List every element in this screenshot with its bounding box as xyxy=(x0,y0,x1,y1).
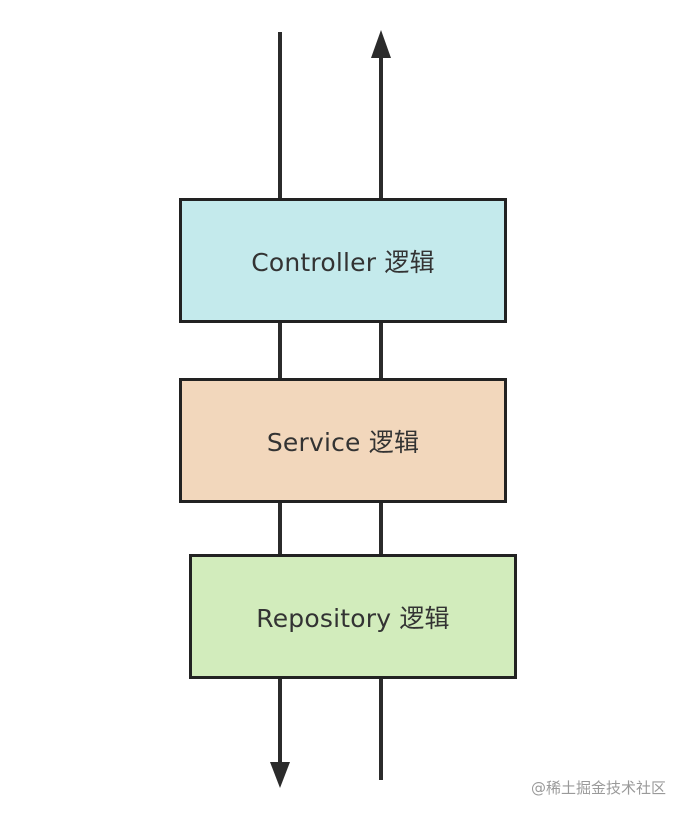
controller-layer-label: Controller 逻辑 xyxy=(251,247,435,277)
arrow-up-icon xyxy=(371,30,391,58)
controller-layer-box: Controller 逻辑 xyxy=(179,198,507,323)
service-layer-box: Service 逻辑 xyxy=(179,378,507,503)
repository-layer-box: Repository 逻辑 xyxy=(189,554,517,679)
service-layer-label: Service 逻辑 xyxy=(266,427,420,457)
watermark: @稀土掘金技术社区 xyxy=(530,779,666,797)
arrow-down-icon xyxy=(270,762,290,788)
repository-layer-label: Repository 逻辑 xyxy=(256,603,450,633)
